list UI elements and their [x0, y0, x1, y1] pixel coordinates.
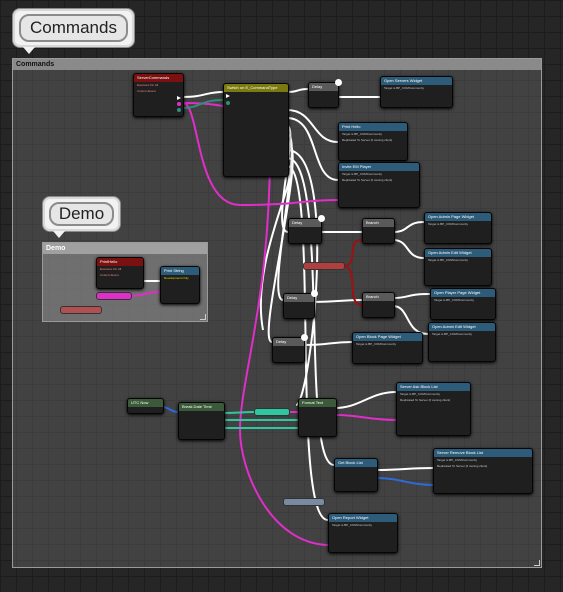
- utc-now-node[interactable]: UTC Now: [127, 398, 164, 414]
- branch-node[interactable]: Branch: [362, 292, 395, 318]
- commands-comment-header[interactable]: Commands: [13, 59, 541, 70]
- commands-bubble[interactable]: Commands: [12, 8, 135, 54]
- clock-icon: [335, 79, 342, 86]
- bool-reroute-node[interactable]: [303, 262, 345, 270]
- node-subtitle: Executes On All: [100, 267, 122, 271]
- branch-node[interactable]: Branch: [362, 218, 395, 244]
- exec-input-pin[interactable]: [226, 94, 230, 98]
- demo-string-reroute-node[interactable]: [96, 292, 132, 300]
- resize-handle-icon[interactable]: [534, 560, 540, 566]
- delay-node[interactable]: Delay: [288, 215, 325, 244]
- break-date-time-node[interactable]: Break Date Time: [178, 402, 225, 440]
- node-subtitle: Target is BP_COMCommunity: [434, 298, 475, 302]
- node-subtitle: Replicated To Server (if owning client): [437, 464, 488, 468]
- clock-icon: [318, 215, 325, 222]
- string-reroute-node[interactable]: [254, 408, 290, 416]
- server-remove-block-list-node[interactable]: Server Remove Block List Target is BP_CO…: [433, 448, 533, 494]
- node-title: Branch: [363, 293, 394, 301]
- node-subtitle: Target is BP_COMCommunity: [428, 222, 469, 226]
- struct-reroute-node[interactable]: [283, 498, 325, 506]
- switch-command-type-node[interactable]: Switch on E_CommandType: [223, 83, 289, 177]
- node-subtitle: Target is BP_COMCommunity: [432, 332, 473, 336]
- format-text-node[interactable]: Format Text: [298, 398, 337, 437]
- node-subtitle: Target is BP_COMCommunity: [384, 86, 425, 90]
- open-admin-page-widget-node[interactable]: Open Admin Page Widget Target is BP_COMC…: [424, 212, 492, 244]
- demo-print-string-node[interactable]: Print String Development Only: [160, 266, 200, 304]
- node-subtitle: Custom Event: [100, 273, 119, 277]
- server-ask-block-list-node[interactable]: Server Ask Block List Target is BP_COMCo…: [396, 382, 471, 436]
- demo-bubble[interactable]: Demo: [42, 196, 121, 238]
- clock-icon: [301, 334, 308, 341]
- node-subtitle: Target is BP_COMCommunity: [342, 132, 383, 136]
- delay-node[interactable]: Delay: [272, 334, 308, 363]
- node-title: Get Block List: [335, 459, 377, 467]
- node-title: UTC Now: [128, 399, 163, 407]
- exec-output-pin[interactable]: [177, 96, 181, 100]
- node-title: Format Text: [299, 399, 336, 407]
- enum-output-pin[interactable]: [177, 108, 181, 112]
- bubble-tail-icon: [53, 231, 65, 238]
- node-subtitle: Target is BP_COMCommunity: [342, 172, 383, 176]
- open-admin-edit-widget-node[interactable]: Open Admin Edit Widget Target is BP_COMC…: [428, 322, 496, 362]
- node-title: ServerCommands: [134, 74, 183, 82]
- invite-player-node[interactable]: Invite EM Player Target is BP_COMCommuni…: [338, 162, 420, 208]
- node-subtitle: Replicated To Server (if owning client): [400, 398, 451, 402]
- bubble-tail-icon: [23, 47, 35, 54]
- get-block-list-node[interactable]: Get Block List: [334, 458, 378, 492]
- node-subtitle: Executes On All: [137, 83, 159, 87]
- node-title: Open Servers Widget: [381, 77, 452, 85]
- open-servers-widget-node[interactable]: Open Servers Widget Target is BP_COMComm…: [380, 76, 453, 108]
- open-admin-edit-widget-node[interactable]: Open Admin Edit Widget Target is BP_COMC…: [424, 248, 492, 286]
- node-subtitle: Replicated To Server (if owning client): [342, 138, 393, 142]
- server-commands-event-node[interactable]: ServerCommands Executes On All Custom Ev…: [133, 73, 184, 117]
- selection-input-pin[interactable]: [226, 101, 230, 105]
- open-report-widget-node[interactable]: Open Report Widget Target is BP_COMCommu…: [328, 513, 398, 553]
- demo-comment-header[interactable]: Demo: [43, 243, 207, 254]
- node-title: Open Admin Edit Widget: [425, 249, 491, 257]
- string-output-pin[interactable]: [177, 102, 181, 106]
- delay-node[interactable]: Delay: [283, 290, 318, 319]
- demo-reroute-node[interactable]: [60, 306, 102, 314]
- demo-print-hello-event-node[interactable]: PrintHello Executes On All Custom Event: [96, 257, 144, 289]
- node-subtitle: Custom Event: [137, 89, 156, 93]
- node-title: Print Hello: [339, 123, 407, 131]
- node-title: Server Remove Block List: [434, 449, 532, 457]
- clock-icon: [311, 290, 318, 297]
- node-title: Break Date Time: [179, 403, 224, 411]
- node-title: Open Block Page Widget: [353, 333, 422, 341]
- node-subtitle: Target is BP_COMCommunity: [332, 523, 373, 527]
- node-title: Delay: [289, 219, 321, 227]
- open-player-page-widget-node[interactable]: Open Player Page Widget Target is BP_COM…: [430, 288, 496, 320]
- node-subtitle: Target is BP_COMCommunity: [400, 392, 441, 396]
- node-title: PrintHello: [97, 258, 143, 266]
- node-title: Delay: [309, 83, 338, 91]
- resize-handle-icon[interactable]: [200, 314, 206, 320]
- commands-bubble-label: Commands: [19, 14, 128, 42]
- node-title: Delay: [273, 338, 304, 346]
- node-subtitle: Target is BP_COMCommunity: [437, 458, 478, 462]
- print-hello-node[interactable]: Print Hello Target is BP_COMCommunity Re…: [338, 122, 408, 161]
- node-title: Open Report Widget: [329, 514, 397, 522]
- open-block-page-widget-node[interactable]: Open Block Page Widget Target is BP_COMC…: [352, 332, 423, 364]
- node-title: Open Player Page Widget: [431, 289, 495, 297]
- node-subtitle: Replicated To Server (if owning client): [342, 178, 393, 182]
- node-title: Print String: [161, 267, 199, 275]
- node-title: Server Ask Block List: [397, 383, 470, 391]
- node-title: Open Admin Edit Widget: [429, 323, 495, 331]
- node-title: Branch: [363, 219, 394, 227]
- node-title: Delay: [284, 294, 314, 302]
- node-title: Invite EM Player: [339, 163, 419, 171]
- node-subtitle: Target is BP_COMCommunity: [356, 342, 397, 346]
- node-title: Open Admin Page Widget: [425, 213, 491, 221]
- node-subtitle: Target is BP_COMCommunity: [428, 258, 469, 262]
- node-subtitle: Development Only: [164, 276, 189, 280]
- demo-bubble-label: Demo: [49, 202, 114, 226]
- delay-node[interactable]: Delay: [308, 79, 342, 108]
- node-title: Switch on E_CommandType: [224, 84, 288, 92]
